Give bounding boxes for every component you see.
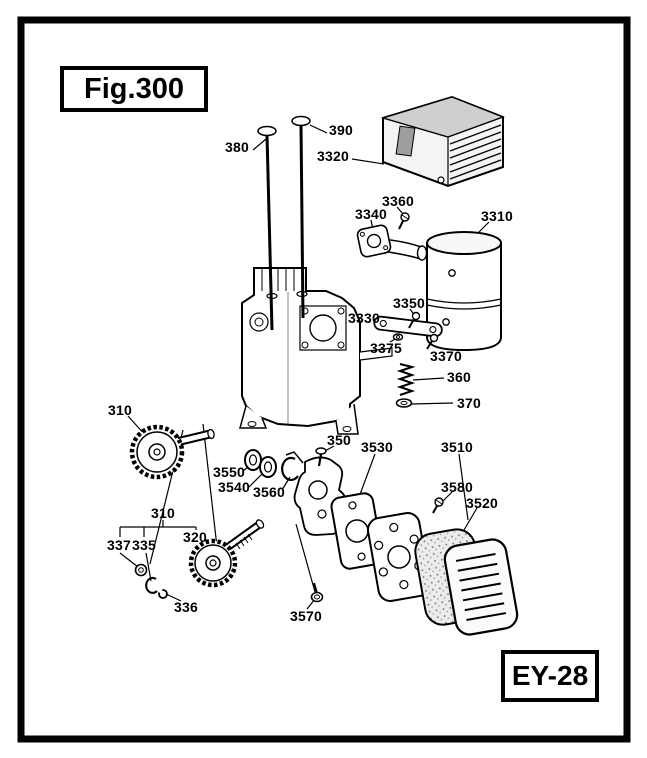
bracket-3330 <box>373 315 443 338</box>
gasket-3340 <box>356 224 392 258</box>
screw-3580 <box>432 497 444 514</box>
washer-3550 <box>244 449 262 471</box>
clip-335 <box>145 576 158 594</box>
washer-3540 <box>259 456 277 478</box>
model-code-box: EY-28 <box>501 650 599 702</box>
screw-3370 <box>426 333 439 350</box>
spring-360 <box>396 363 416 396</box>
bolt-3570 <box>310 582 324 603</box>
governor-gear-310 <box>129 424 215 480</box>
bolt-350 <box>315 447 327 467</box>
bolt-390 <box>291 115 311 319</box>
bolt-380 <box>257 125 277 331</box>
screw-3350 <box>408 311 421 329</box>
screw-3360 <box>398 212 410 230</box>
snap-ring-3560 <box>281 456 299 481</box>
figure-title: Fig.300 <box>84 72 184 105</box>
ring-337 <box>134 563 148 577</box>
air-cleaner-cover-3510 <box>443 538 519 636</box>
muffler-cover-3320 <box>380 95 505 188</box>
figure-title-box: Fig.300 <box>60 66 208 112</box>
clip-336 <box>158 589 168 599</box>
washer-3375 <box>392 333 404 341</box>
model-code: EY-28 <box>511 660 589 691</box>
air-cleaner-base-plate <box>367 512 431 602</box>
washer-370 <box>395 398 413 408</box>
cam-gear-320 <box>188 519 265 588</box>
muffler-3310 <box>380 231 502 352</box>
insulator-3530 <box>330 492 384 570</box>
